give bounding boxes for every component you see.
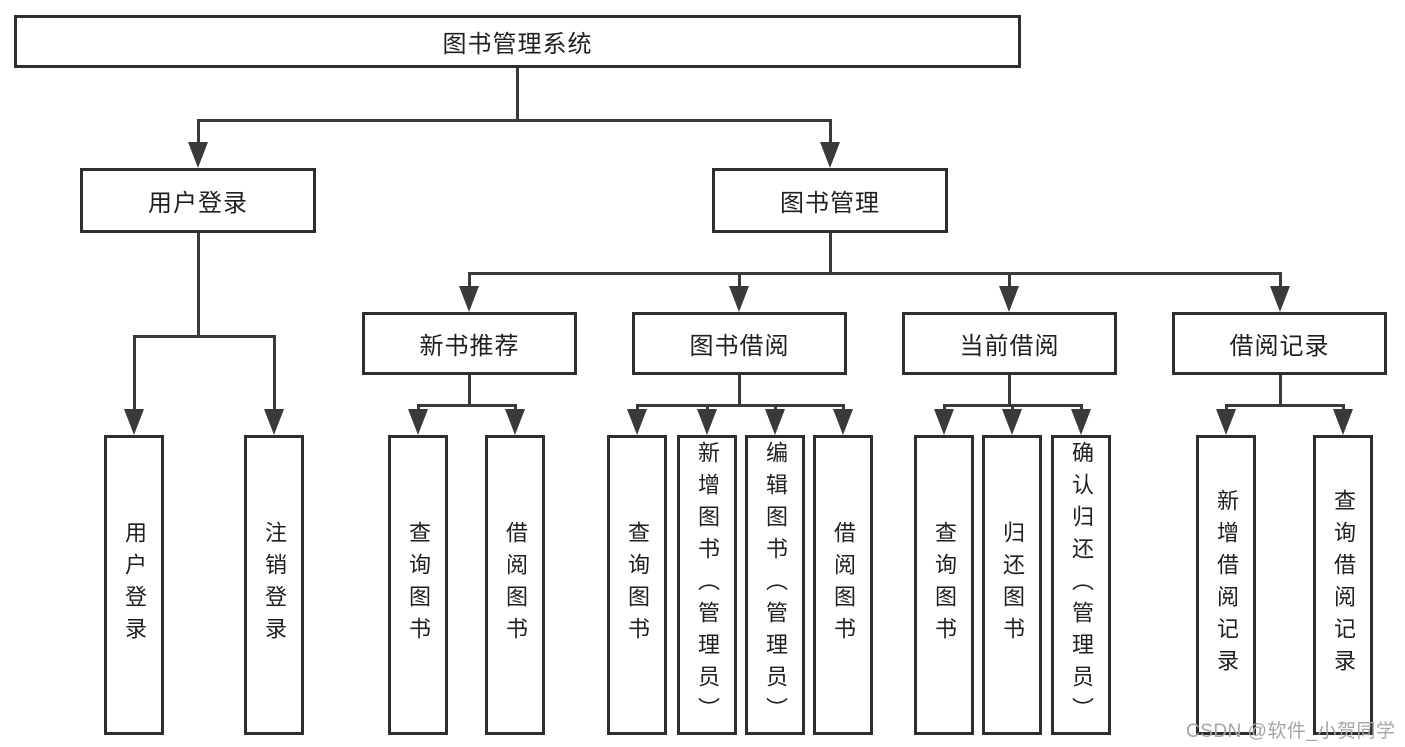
node-user-login-label: 用户登录 bbox=[148, 190, 248, 217]
arrow-down-icon bbox=[1270, 286, 1290, 312]
leaf-add-books-admin: 新增图书（管理员） bbox=[677, 435, 737, 735]
arrow-down-icon bbox=[627, 409, 647, 435]
arrow-down-icon bbox=[1333, 409, 1353, 435]
connector-line bbox=[636, 404, 844, 407]
arrow-down-icon bbox=[833, 409, 853, 435]
node-root-system: 图书管理系统 bbox=[14, 15, 1021, 68]
node-book-management: 图书管理 bbox=[712, 168, 948, 233]
node-current-borrowing: 当前借阅 bbox=[902, 312, 1117, 375]
arrow-down-icon bbox=[765, 409, 785, 435]
arrow-down-icon bbox=[1216, 409, 1236, 435]
arrow-down-icon bbox=[408, 409, 428, 435]
leaf-query-books-current: 查询图书 bbox=[914, 435, 974, 735]
leaf-edit-books-admin-label: 编辑图书（管理员） bbox=[763, 441, 788, 729]
node-new-book-recommend-label: 新书推荐 bbox=[419, 333, 520, 360]
connector-line bbox=[133, 335, 136, 411]
arrow-down-icon bbox=[124, 409, 144, 435]
leaf-add-borrow-record: 新增借阅记录 bbox=[1196, 435, 1256, 735]
arrow-down-icon bbox=[999, 286, 1019, 312]
connector-line bbox=[1342, 404, 1345, 412]
connector-line bbox=[1225, 404, 1344, 407]
node-user-login: 用户登录 bbox=[80, 168, 316, 233]
leaf-confirm-return-admin: 确认归还（管理员） bbox=[1051, 435, 1111, 735]
arrow-down-icon bbox=[188, 142, 208, 168]
node-book-borrowing-label: 图书借阅 bbox=[689, 333, 790, 360]
connector-line bbox=[468, 375, 471, 404]
node-book-borrowing: 图书借阅 bbox=[632, 312, 847, 375]
connector-line bbox=[417, 404, 420, 412]
node-root-label: 图书管理系统 bbox=[442, 31, 593, 58]
arrow-down-icon bbox=[697, 409, 717, 435]
arrow-down-icon bbox=[1071, 409, 1091, 435]
connector-line bbox=[197, 119, 831, 122]
connector-line bbox=[516, 68, 519, 121]
connector-line bbox=[738, 272, 741, 288]
connector-line bbox=[1279, 375, 1282, 404]
leaf-query-books-recommend-label: 查询图书 bbox=[406, 521, 431, 649]
node-borrowing-records: 借阅记录 bbox=[1172, 312, 1387, 375]
connector-line bbox=[1279, 272, 1282, 288]
connector-line bbox=[273, 335, 276, 411]
connector-line bbox=[943, 404, 946, 412]
arrow-down-icon bbox=[459, 286, 479, 312]
leaf-query-books-borrowing-label: 查询图书 bbox=[625, 521, 650, 649]
leaf-query-books-recommend: 查询图书 bbox=[388, 435, 448, 735]
connector-line bbox=[514, 404, 517, 412]
arrow-down-icon bbox=[729, 286, 749, 312]
arrow-down-icon bbox=[1002, 409, 1022, 435]
connector-line bbox=[1080, 404, 1083, 412]
connector-line bbox=[468, 272, 471, 288]
connector-line bbox=[197, 233, 200, 335]
node-new-book-recommend: 新书推荐 bbox=[362, 312, 577, 375]
connector-line bbox=[842, 404, 845, 412]
leaf-borrow-books: 借阅图书 bbox=[813, 435, 873, 735]
connector-line bbox=[829, 119, 832, 147]
connector-line bbox=[1225, 404, 1228, 412]
leaf-borrow-books-label: 借阅图书 bbox=[831, 521, 856, 649]
arrow-down-icon bbox=[505, 409, 525, 435]
connector-line bbox=[738, 375, 741, 404]
leaf-logout-label: 注销登录 bbox=[262, 521, 287, 649]
connector-line bbox=[1008, 375, 1011, 404]
leaf-query-borrow-record-label: 查询借阅记录 bbox=[1331, 489, 1356, 681]
connector-line bbox=[417, 404, 516, 407]
connector-line bbox=[468, 272, 1281, 275]
leaf-add-borrow-record-label: 新增借阅记录 bbox=[1214, 489, 1239, 681]
leaf-logout: 注销登录 bbox=[244, 435, 304, 735]
arrow-down-icon bbox=[264, 409, 284, 435]
leaf-edit-books-admin: 编辑图书（管理员） bbox=[745, 435, 805, 735]
leaf-borrow-books-recommend-label: 借阅图书 bbox=[503, 521, 528, 649]
arrow-down-icon bbox=[820, 142, 840, 168]
connector-line bbox=[197, 119, 200, 147]
node-book-management-label: 图书管理 bbox=[780, 190, 880, 217]
connector-line bbox=[706, 404, 709, 412]
connector-line bbox=[636, 404, 639, 412]
node-current-borrowing-label: 当前借阅 bbox=[959, 333, 1060, 360]
arrow-down-icon bbox=[934, 409, 954, 435]
connector-line bbox=[774, 404, 777, 412]
leaf-borrow-books-recommend: 借阅图书 bbox=[485, 435, 545, 735]
leaf-user-login-label: 用户登录 bbox=[122, 521, 147, 649]
leaf-return-books-label: 归还图书 bbox=[1000, 521, 1025, 649]
leaf-query-books-borrowing: 查询图书 bbox=[607, 435, 667, 735]
leaf-confirm-return-admin-label: 确认归还（管理员） bbox=[1069, 441, 1094, 729]
watermark-text: CSDN @软件_小贺同学 bbox=[1186, 721, 1396, 742]
leaf-return-books: 归还图书 bbox=[982, 435, 1042, 735]
leaf-user-login: 用户登录 bbox=[104, 435, 164, 735]
leaf-add-books-admin-label: 新增图书（管理员） bbox=[695, 441, 720, 729]
node-borrowing-records-label: 借阅记录 bbox=[1229, 333, 1330, 360]
leaf-query-books-current-label: 查询图书 bbox=[932, 521, 957, 649]
connector-line bbox=[829, 233, 832, 272]
leaf-query-borrow-record: 查询借阅记录 bbox=[1313, 435, 1373, 735]
connector-line bbox=[1008, 272, 1011, 288]
connector-line bbox=[1011, 404, 1014, 412]
connector-line bbox=[133, 335, 275, 338]
